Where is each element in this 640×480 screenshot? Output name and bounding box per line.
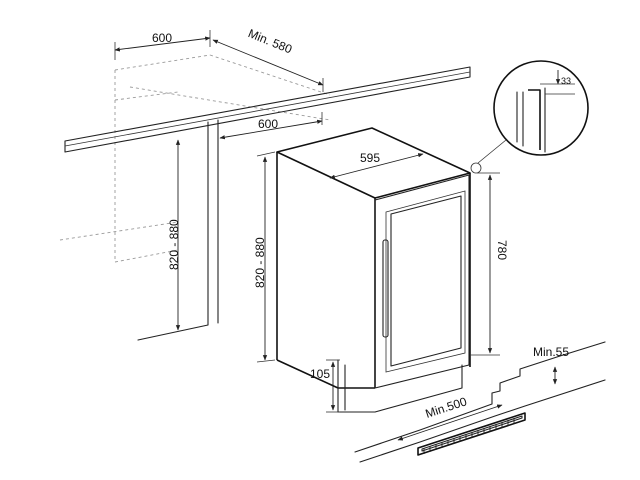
dimension-lines [114,30,558,441]
label-niche-height-front: 820 - 880 [253,237,267,288]
worktop [64,66,471,153]
label-vent-min-width: Min.500 [424,394,469,421]
niche-side-wall [137,119,219,341]
label-niche-height-left: 820 - 880 [167,219,181,270]
label-appliance-width: 595 [360,151,380,165]
label-detail-gap: 33 [561,76,571,86]
niche-dashed-outline [59,54,331,263]
appliance-cabinet [276,127,482,413]
label-appliance-height: 780 [495,240,509,260]
label-niche-depth: 600 [258,117,278,131]
ventilation-grille [354,341,606,463]
label-plinth-height: 105 [310,367,330,381]
label-top-depth: 600 [152,31,172,45]
detail-marker-icon [470,162,482,174]
label-top-min-width: Min. 580 [246,26,294,56]
detail-callout [477,60,589,164]
label-vent-min-height: Min.55 [533,345,569,359]
door-handle-icon [382,239,389,338]
